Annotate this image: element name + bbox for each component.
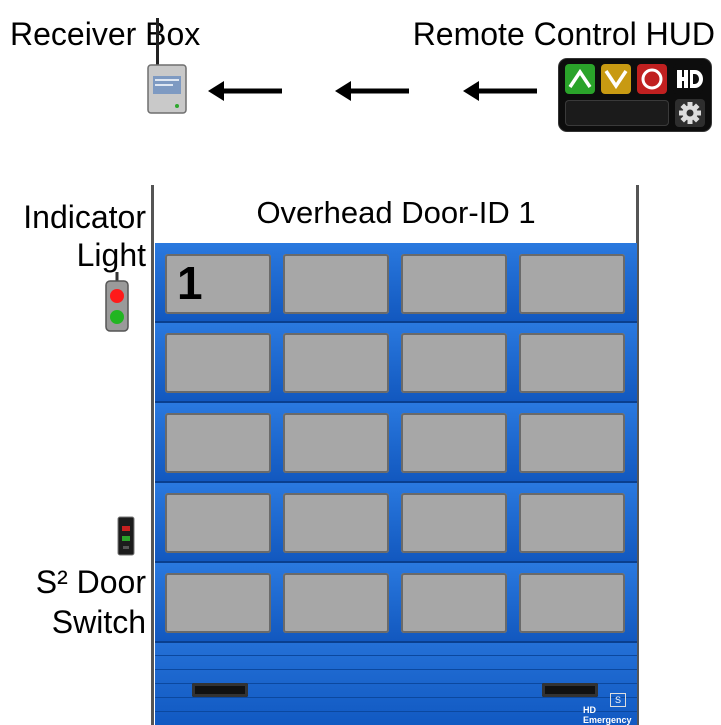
- door-window: [165, 254, 271, 314]
- door-window: [283, 573, 389, 633]
- door-window: [519, 333, 625, 393]
- door-window: [283, 254, 389, 314]
- receiver-box-label: Receiver Box: [10, 16, 201, 52]
- door-switch-label-text: S² Door Switch: [35, 564, 146, 640]
- door-number: 1: [177, 257, 203, 309]
- indicator-light-label: Indicator Light: [0, 198, 146, 274]
- hud-down-icon[interactable]: [601, 64, 631, 94]
- door-window: [401, 413, 507, 473]
- left-arrow-icon: [208, 81, 282, 101]
- left-arrow-icon: [463, 81, 537, 101]
- door-switch-icon: [117, 516, 135, 556]
- door-section: [155, 323, 637, 403]
- door-window: [283, 333, 389, 393]
- left-arrow-icon: [335, 81, 409, 101]
- receiver-box-icon: [147, 64, 187, 114]
- door-window: [165, 413, 271, 473]
- hud-up-icon[interactable]: [565, 64, 595, 94]
- remote-control-hud: [559, 59, 711, 131]
- door-window: [283, 493, 389, 553]
- door-frame-left: [151, 185, 154, 725]
- door-window: [165, 493, 271, 553]
- door-window: [519, 413, 625, 473]
- antenna-icon: [156, 18, 159, 68]
- hud-display: [565, 100, 669, 126]
- panel-groove: [155, 711, 637, 712]
- door-window: [165, 573, 271, 633]
- door-frame-right: [636, 185, 639, 725]
- door-section: [155, 563, 637, 643]
- panel-groove: [155, 669, 637, 670]
- door-badge: S: [610, 693, 626, 707]
- door-window: [401, 333, 507, 393]
- remote-control-hud-label: Remote Control HUD: [412, 16, 715, 52]
- door-window: [401, 254, 507, 314]
- door-section: [155, 403, 637, 483]
- door-window: [519, 493, 625, 553]
- overhead-door: 1: [155, 243, 637, 725]
- gear-icon[interactable]: [675, 99, 705, 127]
- panel-groove: [155, 683, 637, 684]
- hd-logo-icon: [673, 64, 703, 94]
- panel-groove: [155, 655, 637, 656]
- panel-groove: [155, 697, 637, 698]
- door-window: [519, 254, 625, 314]
- door-window: [401, 493, 507, 553]
- door-brand: HD Emergency: [583, 705, 632, 725]
- door-window: [283, 413, 389, 473]
- door-switch-label: S² Door Switch: [0, 562, 146, 642]
- door-handle-left[interactable]: [192, 683, 248, 697]
- indicator-light-label-text: Indicator Light: [23, 199, 146, 273]
- door-handle-right[interactable]: [542, 683, 598, 697]
- door-window: [165, 333, 271, 393]
- door-section: 1: [155, 243, 637, 323]
- hud-stop-icon[interactable]: [637, 64, 667, 94]
- overhead-door-label: Overhead Door-ID 1: [256, 195, 536, 230]
- door-window: [401, 573, 507, 633]
- traffic-light-icon: [105, 272, 129, 332]
- door-section: [155, 483, 637, 563]
- door-window: [519, 573, 625, 633]
